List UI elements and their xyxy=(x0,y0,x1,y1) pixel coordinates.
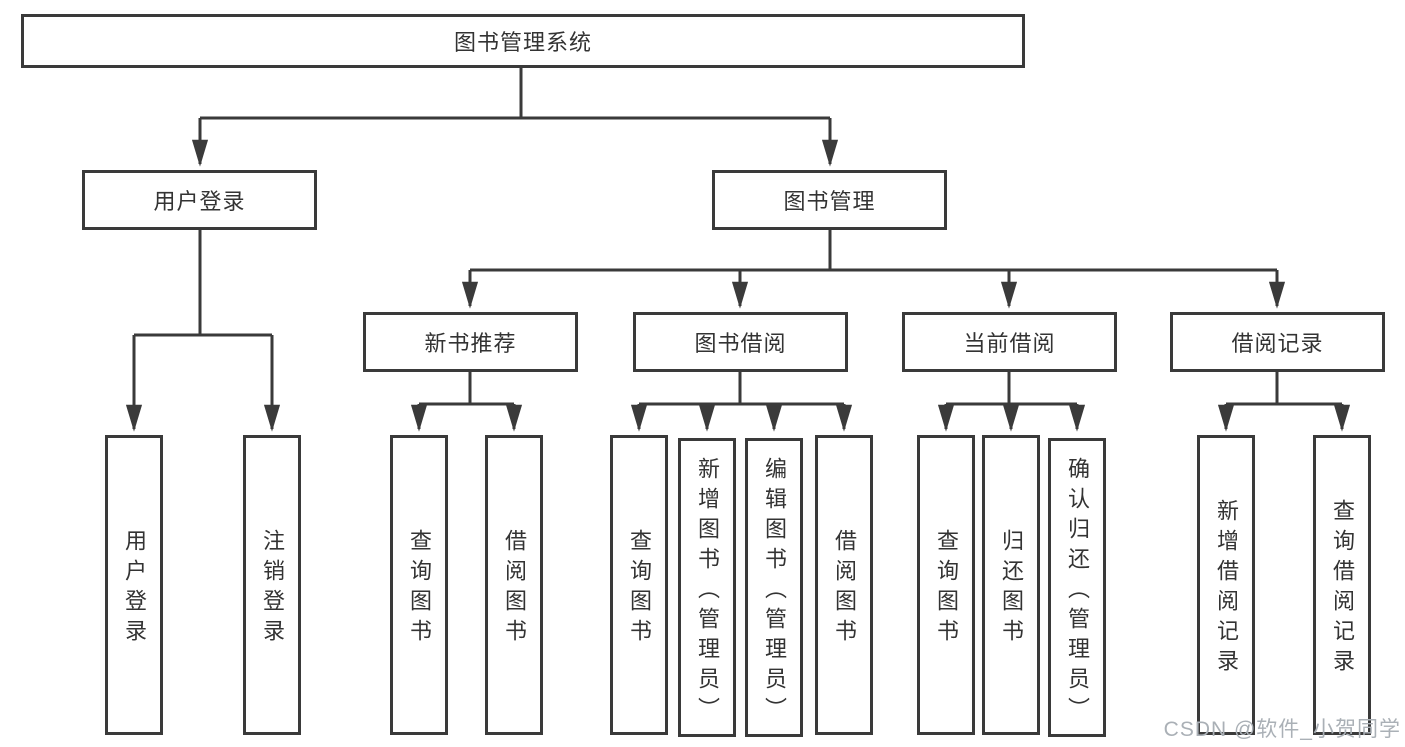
leaf-add-borrow-record: 新增借阅记录 xyxy=(1197,435,1255,735)
node-user-login-module: 用户登录 xyxy=(82,170,317,230)
leaf-borrow-books-borrowing: 借阅图书 xyxy=(815,435,873,735)
node-new-book-recommend: 新书推荐 xyxy=(363,312,578,372)
leaf-query-borrow-record: 查询借阅记录 xyxy=(1313,435,1371,735)
leaf-query-books-borrowing: 查询图书 xyxy=(610,435,668,735)
node-library-management-system: 图书管理系统 xyxy=(21,14,1025,68)
node-book-borrowing: 图书借阅 xyxy=(633,312,848,372)
leaf-return-books: 归还图书 xyxy=(982,435,1040,735)
leaf-query-books-current: 查询图书 xyxy=(917,435,975,735)
leaf-confirm-return-admin: 确认归还（管理员） xyxy=(1048,438,1106,737)
csdn-watermark: CSDN @软件_小贺同学 xyxy=(1163,718,1401,741)
leaf-add-books-admin: 新增图书（管理员） xyxy=(678,438,736,737)
leaf-edit-books-admin: 编辑图书（管理员） xyxy=(745,438,803,737)
leaf-borrow-books-recommend: 借阅图书 xyxy=(485,435,543,735)
node-current-borrowing: 当前借阅 xyxy=(902,312,1117,372)
leaf-query-books-recommend: 查询图书 xyxy=(390,435,448,735)
leaf-user-login: 用户登录 xyxy=(105,435,163,735)
leaf-logout: 注销登录 xyxy=(243,435,301,735)
node-borrowing-records: 借阅记录 xyxy=(1170,312,1385,372)
node-book-management-module: 图书管理 xyxy=(712,170,947,230)
